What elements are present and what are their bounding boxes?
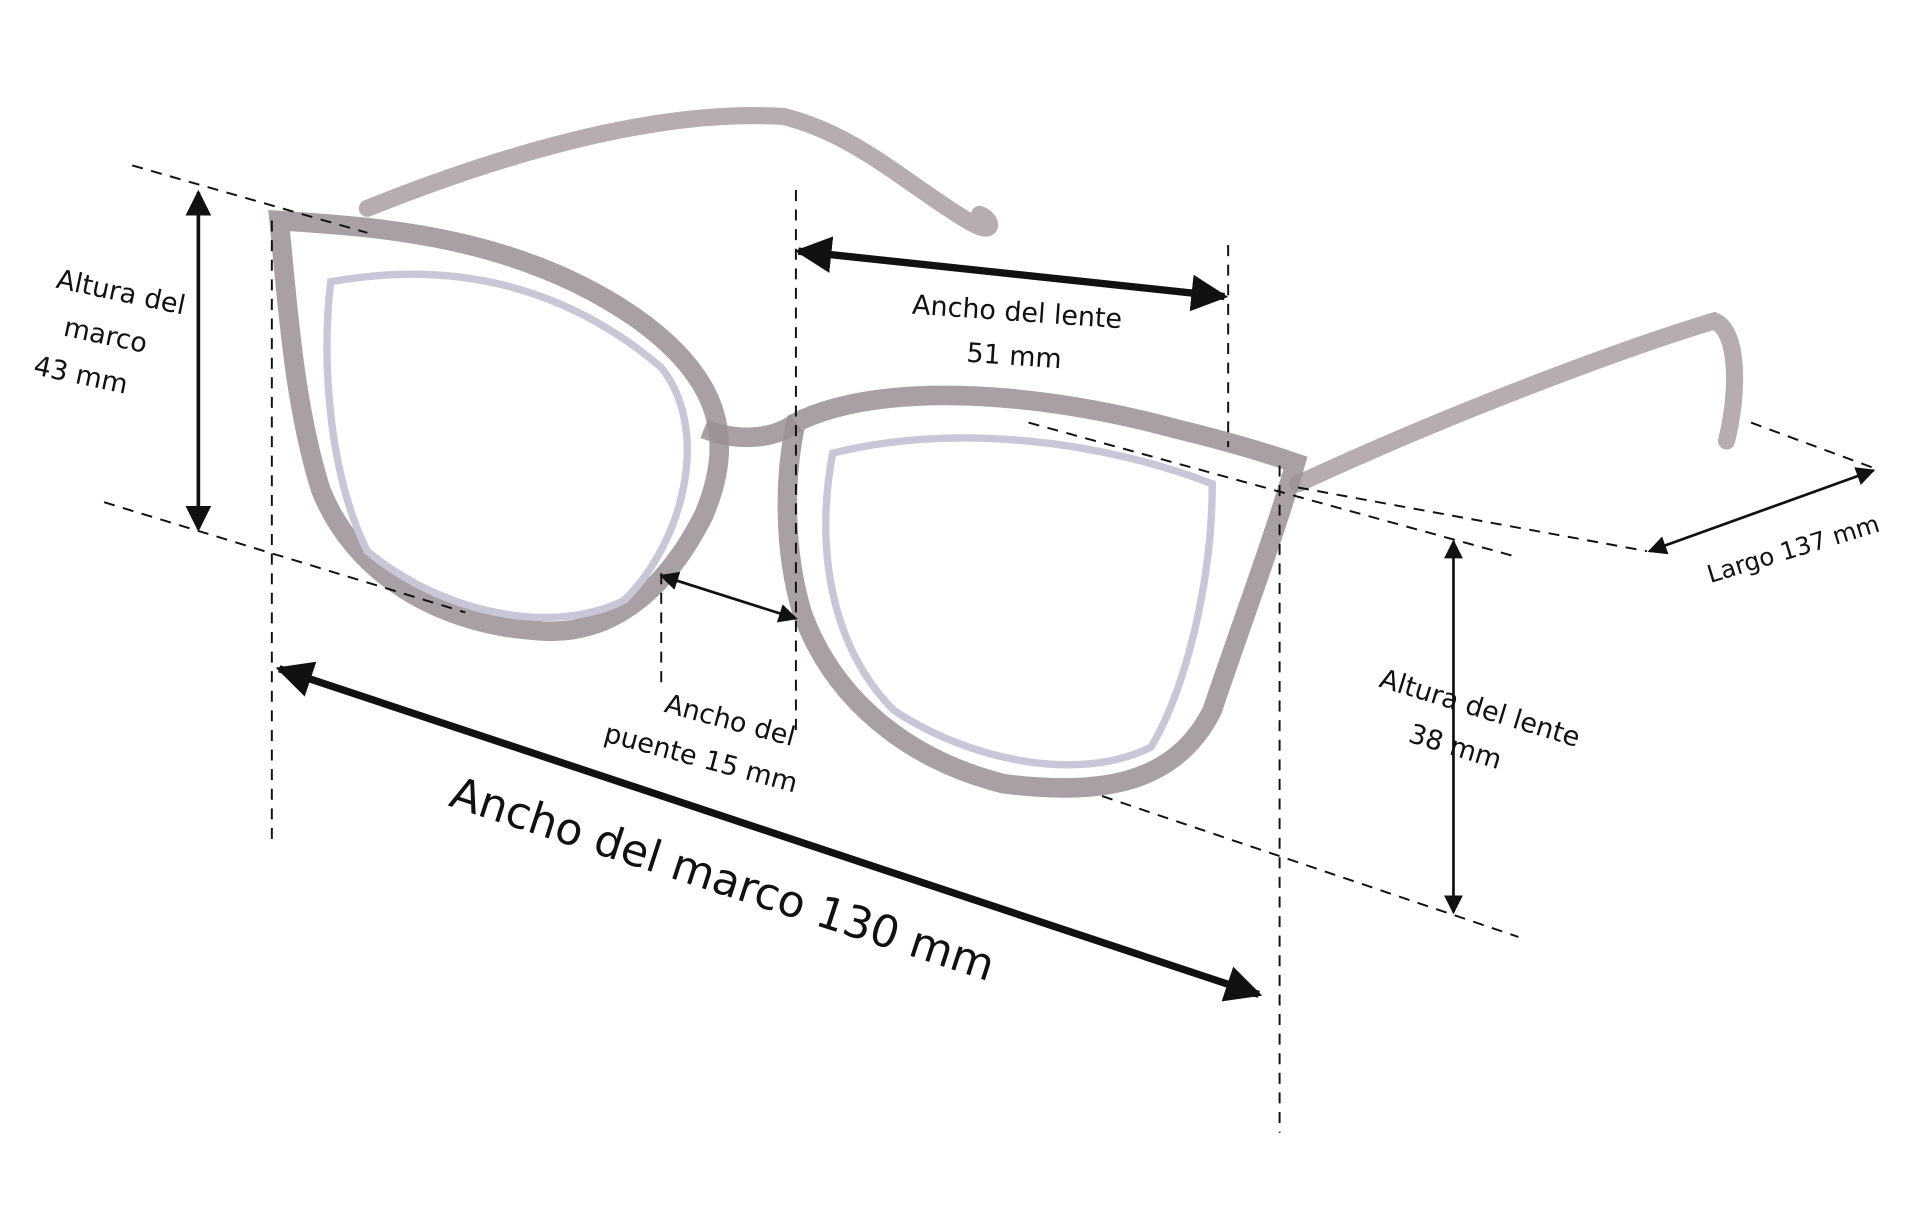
bridge xyxy=(700,414,802,448)
frame-height-value: 43 mm xyxy=(31,351,131,401)
temple-length-arrow xyxy=(1647,467,1876,555)
lens-width-label: Ancho del lente 51 mm xyxy=(911,290,1123,376)
temple-back xyxy=(358,107,998,237)
bridge-width-label: Ancho del puente 15 mm xyxy=(601,689,801,800)
glasses-illustration xyxy=(268,107,1744,798)
lens-width-line1: Ancho del lente xyxy=(911,290,1123,336)
lens-width-value: 51 mm xyxy=(966,338,1063,376)
lens-frame-left xyxy=(268,209,730,642)
lens-frame-right xyxy=(777,385,1308,798)
lens-height-label: Altura del lente 38 mm xyxy=(1376,663,1584,775)
frame-height-line2: marco xyxy=(61,312,150,360)
lens-width-arrow xyxy=(794,236,1229,312)
guide-lines xyxy=(103,164,1874,1133)
bridge-width-arrow xyxy=(659,571,798,623)
frame-height-label: Altura del marco 43 mm xyxy=(31,264,188,401)
frame-width-arrow xyxy=(275,661,1263,1002)
temple-right xyxy=(1289,311,1744,493)
